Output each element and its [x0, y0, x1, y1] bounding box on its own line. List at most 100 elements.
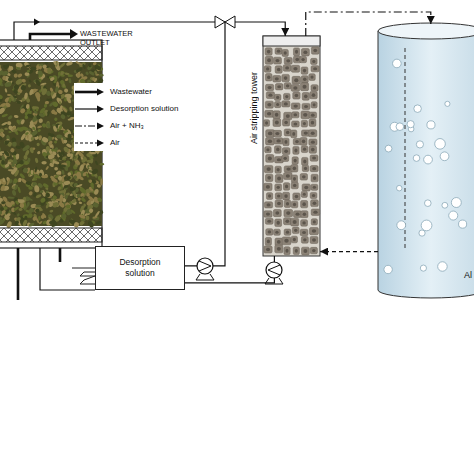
zeolite-granule: [7, 77, 13, 83]
ceramic-ring: [265, 147, 271, 153]
ring-body: [282, 101, 290, 107]
ring-hole: [285, 66, 289, 69]
ring-body: [265, 110, 274, 117]
ring-body: [274, 229, 281, 235]
zeolite-granule: [7, 121, 12, 126]
ring-hole: [268, 94, 272, 97]
zeolite-granule: [32, 88, 38, 90]
ring-hole: [312, 194, 315, 197]
zeolite-granule: [71, 199, 77, 204]
ceramic-ring: [275, 48, 282, 54]
ceramic-ring: [292, 227, 299, 234]
ring-body: [275, 48, 282, 54]
ring-hole: [304, 167, 307, 170]
bubble: [424, 155, 433, 164]
zeolite-granule: [59, 101, 62, 105]
ring-body: [310, 227, 319, 234]
ring-hole: [303, 238, 306, 241]
bubble: [396, 123, 404, 131]
ceramic-ring: [293, 247, 299, 255]
ring-hole: [304, 105, 308, 108]
ring-hole: [303, 50, 307, 54]
zeolite-granule: [37, 151, 41, 155]
ring-hole: [284, 239, 288, 243]
zeolite-granule: [37, 70, 44, 77]
zeolite-granule: [41, 123, 47, 129]
zeolite-granule: [19, 107, 26, 114]
bubble: [438, 262, 448, 272]
zeolite-granule: [35, 79, 42, 87]
ring-hole: [294, 113, 298, 116]
zeolite-granule: [41, 161, 46, 165]
ring-hole: [294, 78, 298, 82]
ring-hole: [294, 148, 297, 152]
ceramic-ring: [292, 121, 300, 127]
ring-body: [309, 146, 316, 153]
zeolite-granule: [46, 122, 51, 129]
bubble: [393, 59, 402, 68]
pump-symbol: [196, 258, 214, 280]
ring-body: [284, 173, 292, 180]
ceramic-ring: [265, 218, 273, 224]
ring-hole: [293, 203, 296, 206]
ring-body: [309, 130, 317, 137]
zeolite-granule: [15, 63, 21, 70]
zeolite-granule: [8, 131, 11, 133]
pump-circle: [266, 262, 282, 278]
ring-hole: [303, 69, 306, 73]
ceramic-ring: [273, 111, 280, 119]
ring-hole: [295, 195, 299, 199]
bubble: [414, 105, 422, 113]
ceramic-ring: [264, 120, 270, 127]
zeolite-granule: [60, 105, 63, 111]
zeolite-granule: [0, 185, 6, 192]
zeolite-granule: [58, 180, 63, 185]
ring-body: [309, 112, 317, 118]
ceramic-ring: [310, 166, 318, 172]
zeolite-granule: [38, 113, 45, 118]
ring-body: [275, 184, 282, 191]
ring-hole: [313, 103, 316, 106]
zeolite-granule: [49, 98, 53, 101]
zeolite-granule: [85, 71, 89, 76]
column-piping: [14, 19, 225, 301]
ring-hole: [313, 86, 317, 89]
ceramic-ring: [310, 247, 317, 253]
zeolite-granule: [64, 78, 69, 82]
ring-hole: [267, 220, 271, 223]
zeolite-granule: [42, 151, 48, 157]
zeolite-granule: [42, 183, 49, 189]
air-diffuser-line: [405, 48, 406, 250]
stripping-tower-box: Air stripping tower: [263, 36, 320, 256]
zeolite-granule: [58, 125, 63, 131]
vessel-body: [378, 31, 474, 298]
ceramic-ring: [311, 174, 318, 182]
ring-hole: [277, 50, 281, 53]
zeolite-granule: [16, 100, 21, 104]
ring-body: [274, 138, 283, 144]
cropped-label: Al: [464, 270, 472, 280]
ring-hole: [276, 148, 279, 152]
zeolite-granule: [34, 167, 37, 173]
zeolite-granule: [4, 102, 11, 108]
zeolite-granule: [61, 170, 65, 175]
zeolite-granule: [58, 201, 66, 209]
zeolite-granule: [13, 206, 20, 212]
zeolite-granule: [63, 185, 68, 189]
ring-hole: [312, 60, 315, 63]
zeolite-granule: [0, 94, 3, 100]
zeolite-granule: [28, 191, 33, 197]
ring-body: [264, 211, 272, 217]
bubble: [396, 185, 402, 191]
zeolite-granule: [66, 61, 73, 67]
zeolite-granule: [92, 202, 99, 209]
ring-body: [311, 85, 318, 91]
zeolite-granule: [5, 209, 10, 215]
zeolite-granule: [49, 210, 53, 213]
ceramic-ring: [274, 94, 281, 100]
ceramic-ring: [264, 66, 271, 73]
air-line: [320, 251, 378, 252]
zeolite-granule: [7, 196, 14, 199]
ring-hole: [265, 121, 268, 124]
